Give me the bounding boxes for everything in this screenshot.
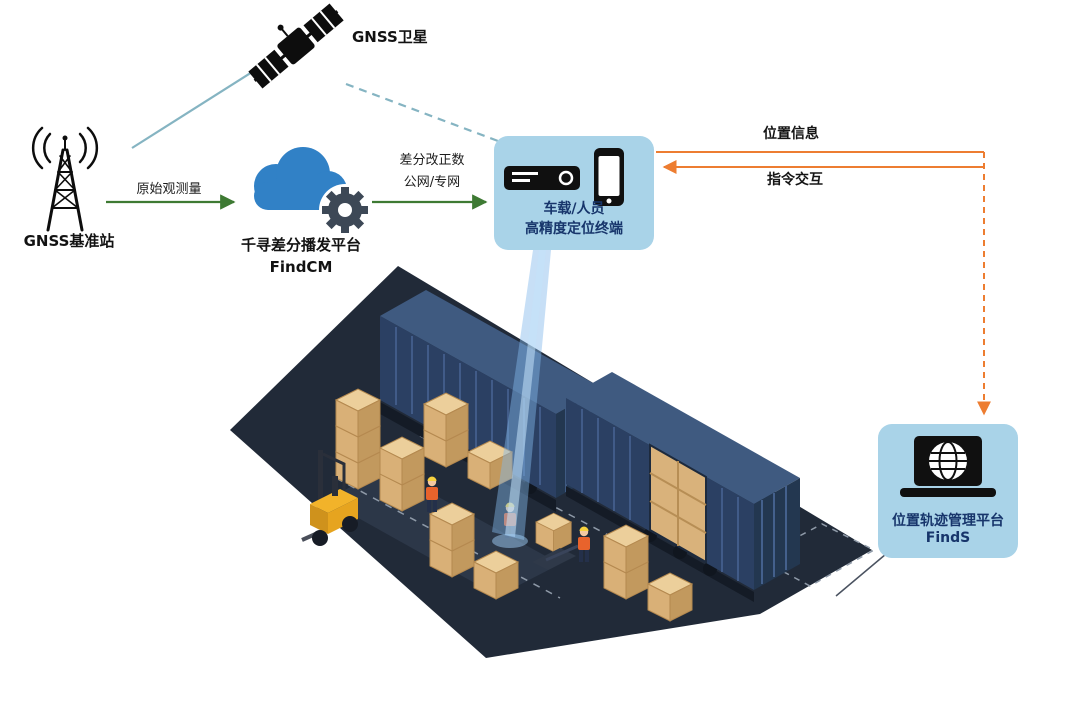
- terminal-bubble: 车载/人员 高精度定位终端: [494, 136, 654, 250]
- cloud-platform-product-label: FindCM: [269, 258, 333, 276]
- network-type-label: 公网/专网: [403, 175, 461, 190]
- platform-label-product: FindS: [925, 530, 971, 546]
- container-2: [566, 372, 800, 602]
- platform-callout-line: [835, 553, 887, 597]
- terminal-label-line2: 高精度定位终端: [525, 221, 623, 237]
- satellite-to-terminal-dashed-line: [345, 82, 507, 146]
- forklift-icon: [301, 450, 358, 546]
- terminal-devices-icon: [504, 148, 624, 206]
- handheld-phone-icon: [594, 148, 624, 206]
- position-info-label: 位置信息: [763, 126, 819, 142]
- raw-observation-label: 原始观测量: [136, 182, 202, 197]
- container-open-cargo: [649, 443, 707, 564]
- gear-icon: [319, 184, 371, 236]
- cloud-platform-icon: [254, 147, 371, 236]
- terminal-label-line1: 车载/人员: [543, 201, 605, 217]
- warehouse-scene: [230, 266, 876, 658]
- base-station-label: GNSS基准站: [23, 232, 115, 250]
- correction-data-label: 差分改正数: [399, 153, 465, 168]
- cloud-platform-name-label: 千寻差分播发平台: [240, 236, 361, 254]
- base-station-icon: [31, 126, 99, 232]
- parking-marking: [756, 523, 876, 587]
- pallet-jack-icon: [532, 512, 579, 570]
- gnss-satellite-icon: [248, 3, 344, 89]
- platform-label-name: 位置轨迹管理平台: [892, 513, 1004, 529]
- command-exchange-label: 指令交互: [767, 172, 823, 188]
- laptop-globe-icon: [900, 436, 996, 497]
- vehicle-receiver-icon: [504, 166, 580, 190]
- satellite-label: GNSS卫星: [352, 28, 428, 46]
- satellite-to-station-line: [131, 61, 269, 149]
- management-platform-bubble: 位置轨迹管理平台 FindS: [878, 424, 1018, 558]
- positioning-beam: [492, 250, 551, 548]
